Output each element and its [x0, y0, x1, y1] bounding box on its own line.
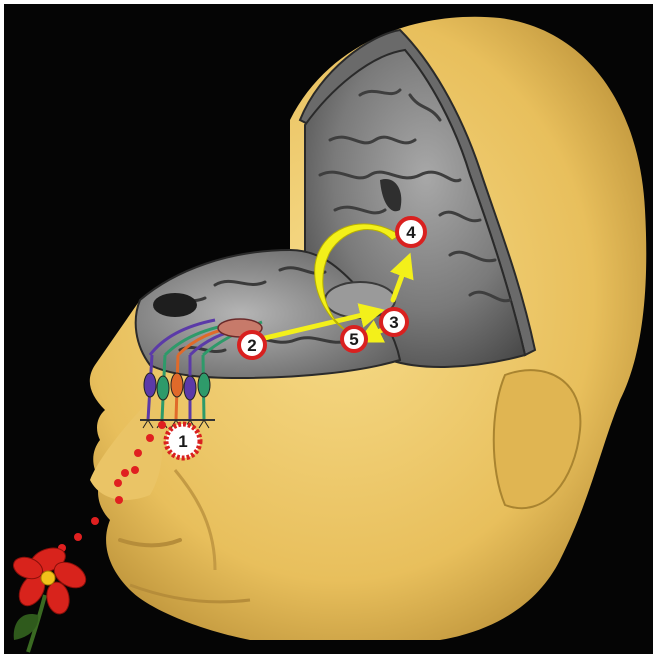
marker-3-label: 3: [389, 313, 398, 332]
eye-orbit: [153, 293, 197, 317]
marker-5-label: 5: [349, 330, 358, 349]
marker-4-label: 4: [406, 223, 416, 242]
marker-1: 1: [166, 424, 200, 458]
flower-center: [41, 571, 55, 585]
marker-3: 3: [381, 309, 407, 335]
marker-2-label: 2: [247, 336, 256, 355]
marker-5: 5: [342, 327, 366, 351]
marker-4: 4: [397, 218, 425, 246]
marker-1-label: 1: [178, 432, 187, 451]
marker-2: 2: [239, 332, 265, 358]
